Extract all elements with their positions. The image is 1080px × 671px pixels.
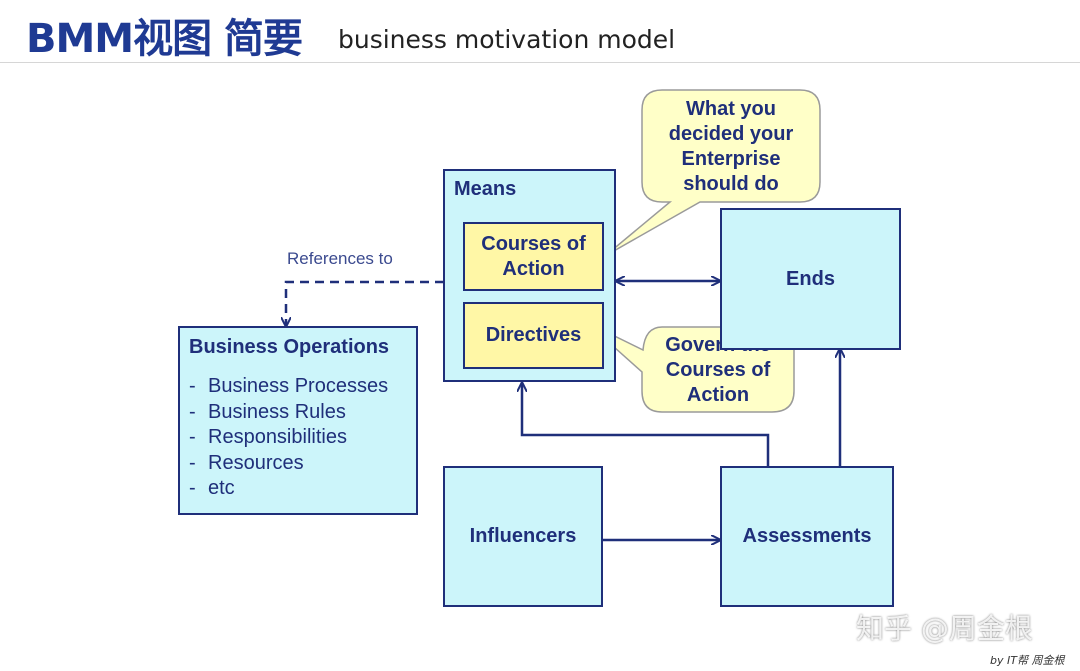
- means-label: Means: [454, 178, 517, 200]
- assessments-box: Assessments: [720, 466, 894, 607]
- credit-text: by IT帮 周金根: [990, 654, 1065, 667]
- courses-of-action-box: Courses of Action: [463, 222, 604, 291]
- list-item: -etc: [189, 477, 235, 499]
- references-label: References to: [287, 249, 393, 268]
- ends-box: Ends: [720, 208, 901, 350]
- influencers-label: Influencers: [469, 525, 577, 547]
- directives-box: Directives: [463, 302, 604, 369]
- list-item: -Business Processes: [189, 375, 389, 397]
- business-operations-list: -Business Processes -Business Rules -Res…: [189, 374, 388, 502]
- business-operations-box: Business Operations -Business Processes …: [178, 326, 418, 515]
- influencers-box: Influencers: [443, 466, 603, 607]
- assessments-means-arrow: [522, 383, 770, 466]
- page-subtitle: business motivation model: [338, 25, 676, 54]
- assessments-label: Assessments: [742, 525, 872, 547]
- list-item: -Resources: [189, 451, 304, 474]
- list-item: -Business Rules: [189, 400, 346, 423]
- callout-enterprise-text: What you decided your Enterprise should …: [668, 98, 794, 195]
- watermark: 知乎 @周金根: [856, 612, 1033, 645]
- list-item: -Responsibilities: [189, 426, 347, 448]
- means-box: Means Courses of Action Directives: [443, 169, 616, 382]
- business-operations-title: Business Operations: [189, 336, 390, 358]
- page-title: BMM视图 简要: [26, 16, 303, 62]
- ends-label: Ends: [786, 267, 835, 290]
- references-dashed-connector: [286, 280, 444, 326]
- header-bar: BMM视图 简要 business motivation model: [0, 0, 1080, 63]
